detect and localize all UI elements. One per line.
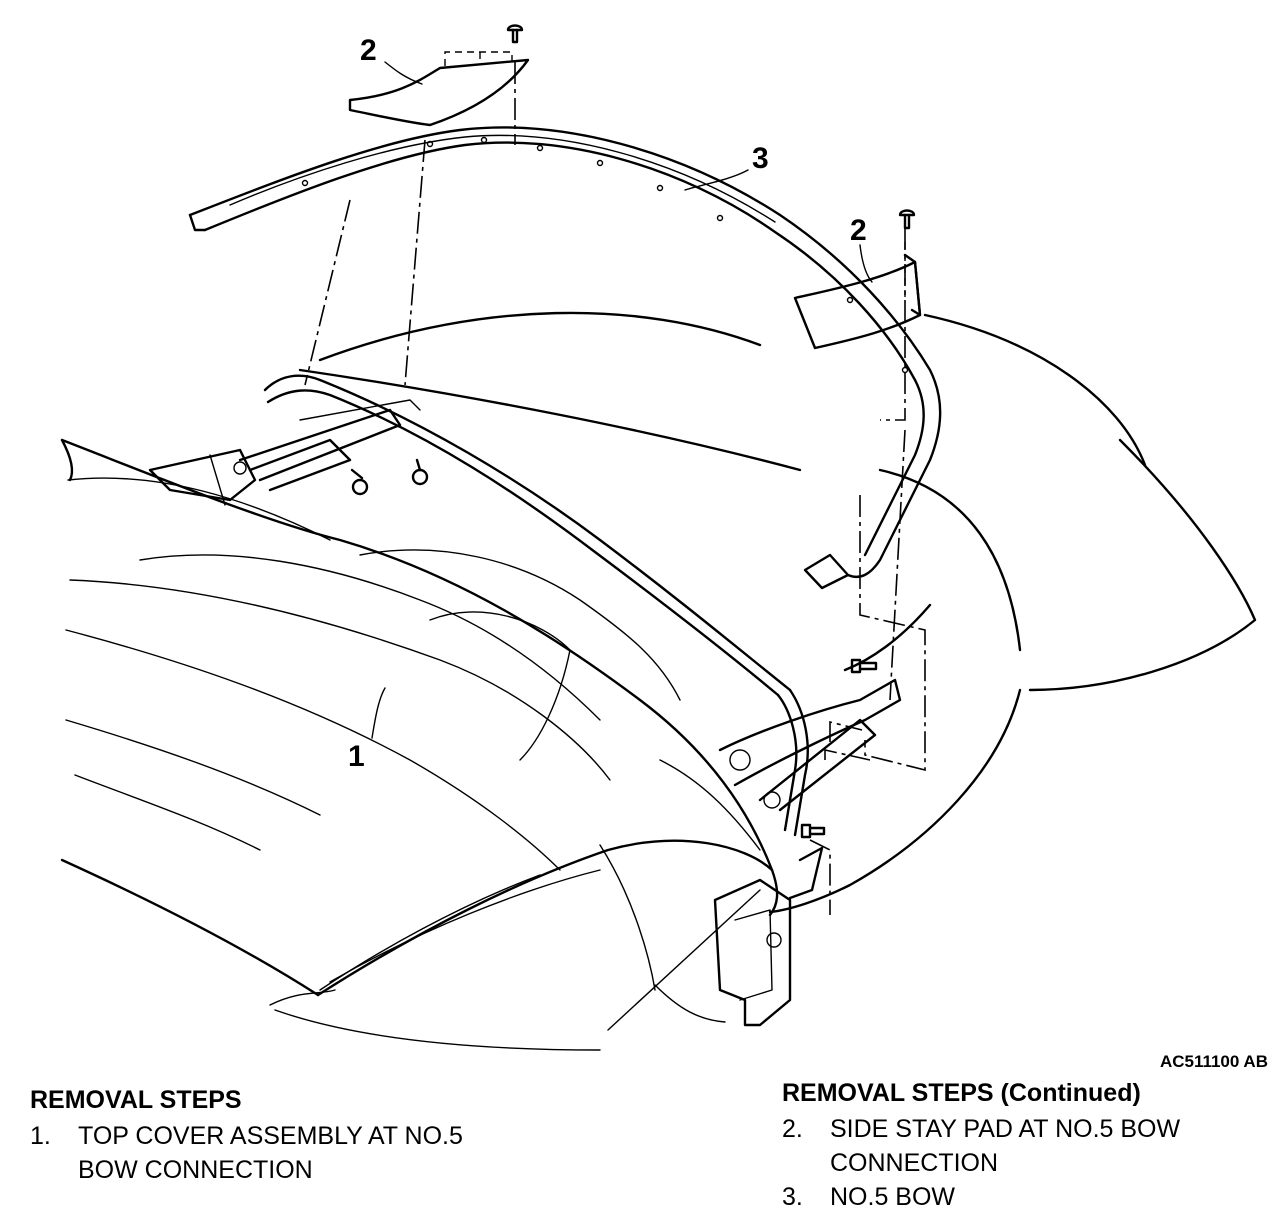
vehicle-body-outline (60, 311, 1257, 1051)
step-text: SIDE STAY PAD AT NO.5 BOW CONNECTION (830, 1112, 1262, 1180)
left-linkage (148, 399, 421, 506)
step-text-line: SIDE STAY PAD AT NO.5 BOW (830, 1115, 1181, 1143)
callout-3: 3 (752, 142, 769, 175)
side-stay-pad-left (348, 51, 530, 127)
removal-steps: REMOVAL STEPS 1. TOP COVER ASSEMBLY AT N… (30, 1083, 550, 1187)
callout-2-left: 2 (360, 34, 377, 67)
assembly-guide-lines (304, 62, 926, 915)
step-text: NO.5 BOW (830, 1183, 956, 1211)
step-number: 1. (30, 1122, 51, 1150)
no5-bow (188, 126, 942, 590)
step-text-line: CONNECTION (830, 1149, 999, 1177)
rear-bow-on-car (263, 374, 809, 837)
bolt-latch-upper (850, 658, 878, 674)
removal-step-3: 3. NO.5 BOW (782, 1180, 1262, 1214)
removal-steps-continued-heading: REMOVAL STEPS (Continued) (782, 1079, 1141, 1107)
figure-code: AC511100 AB (1159, 1052, 1268, 1071)
bolt-cover-a (350, 468, 369, 496)
top-cover-assembly (60, 438, 761, 991)
step-text: TOP COVER ASSEMBLY AT NO.5 BOW CONNECTIO… (78, 1119, 550, 1187)
exploded-view-diagram: 2 3 2 1 (60, 24, 1257, 1051)
bolt-top (506, 24, 524, 44)
bolt-right (898, 209, 916, 230)
bolt-cover-b (411, 458, 429, 486)
callout-leaders (371, 61, 873, 739)
right-linkage-latch (713, 678, 902, 1027)
step-text-line: BOW CONNECTION (78, 1156, 313, 1184)
step-number: 2. (782, 1115, 803, 1143)
removal-steps-heading: REMOVAL STEPS (30, 1086, 242, 1114)
bolt-latch-lower (800, 823, 826, 839)
callout-1: 1 (348, 740, 365, 773)
removal-step-2: 2. SIDE STAY PAD AT NO.5 BOW CONNECTION (782, 1112, 1262, 1180)
removal-steps-continued: REMOVAL STEPS (Continued) 2. SIDE STAY P… (782, 1076, 1262, 1214)
step-text-line: TOP COVER ASSEMBLY AT NO.5 (78, 1122, 463, 1150)
callout-2-right: 2 (850, 214, 867, 247)
side-stay-pad-right (793, 242, 922, 350)
removal-step-1: 1. TOP COVER ASSEMBLY AT NO.5 BOW CONNEC… (30, 1119, 550, 1187)
step-number: 3. (782, 1183, 803, 1211)
